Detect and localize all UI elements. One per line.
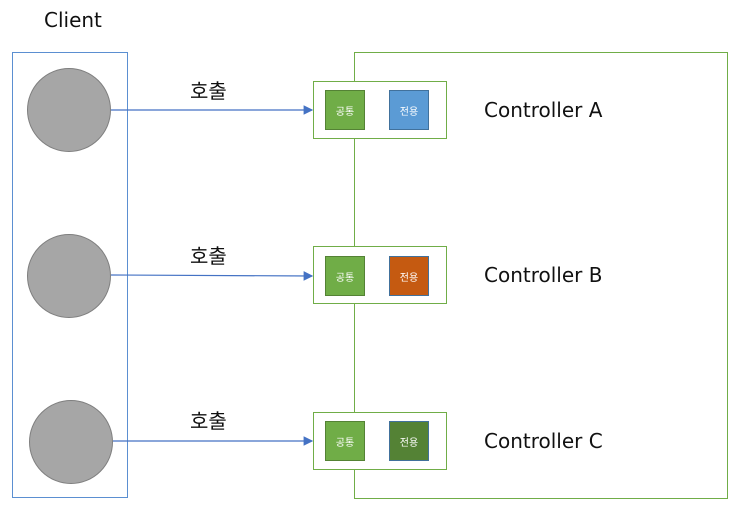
controller-b-common-chip: 공통 xyxy=(325,256,365,296)
controller-c-common-chip: 공통 xyxy=(325,421,365,461)
controller-c-label: Controller C xyxy=(484,429,603,453)
call-arrow-b xyxy=(110,271,314,281)
client-node-2 xyxy=(27,234,111,318)
client-node-3 xyxy=(29,400,113,484)
client-label: Client xyxy=(44,8,102,32)
controller-c-dedicated-chip: 전용 xyxy=(389,421,429,461)
controller-a-label: Controller A xyxy=(484,98,603,122)
controller-b-label: Controller B xyxy=(484,263,603,287)
client-node-1 xyxy=(27,68,111,152)
call-label-a: 호출 xyxy=(190,79,227,103)
controller-a-common-chip: 공통 xyxy=(325,90,365,130)
call-label-c: 호출 xyxy=(190,409,227,433)
call-label-b: 호출 xyxy=(190,244,227,268)
controller-a-dedicated-chip: 전용 xyxy=(389,90,429,130)
controller-b-dedicated-chip: 전용 xyxy=(389,256,429,296)
